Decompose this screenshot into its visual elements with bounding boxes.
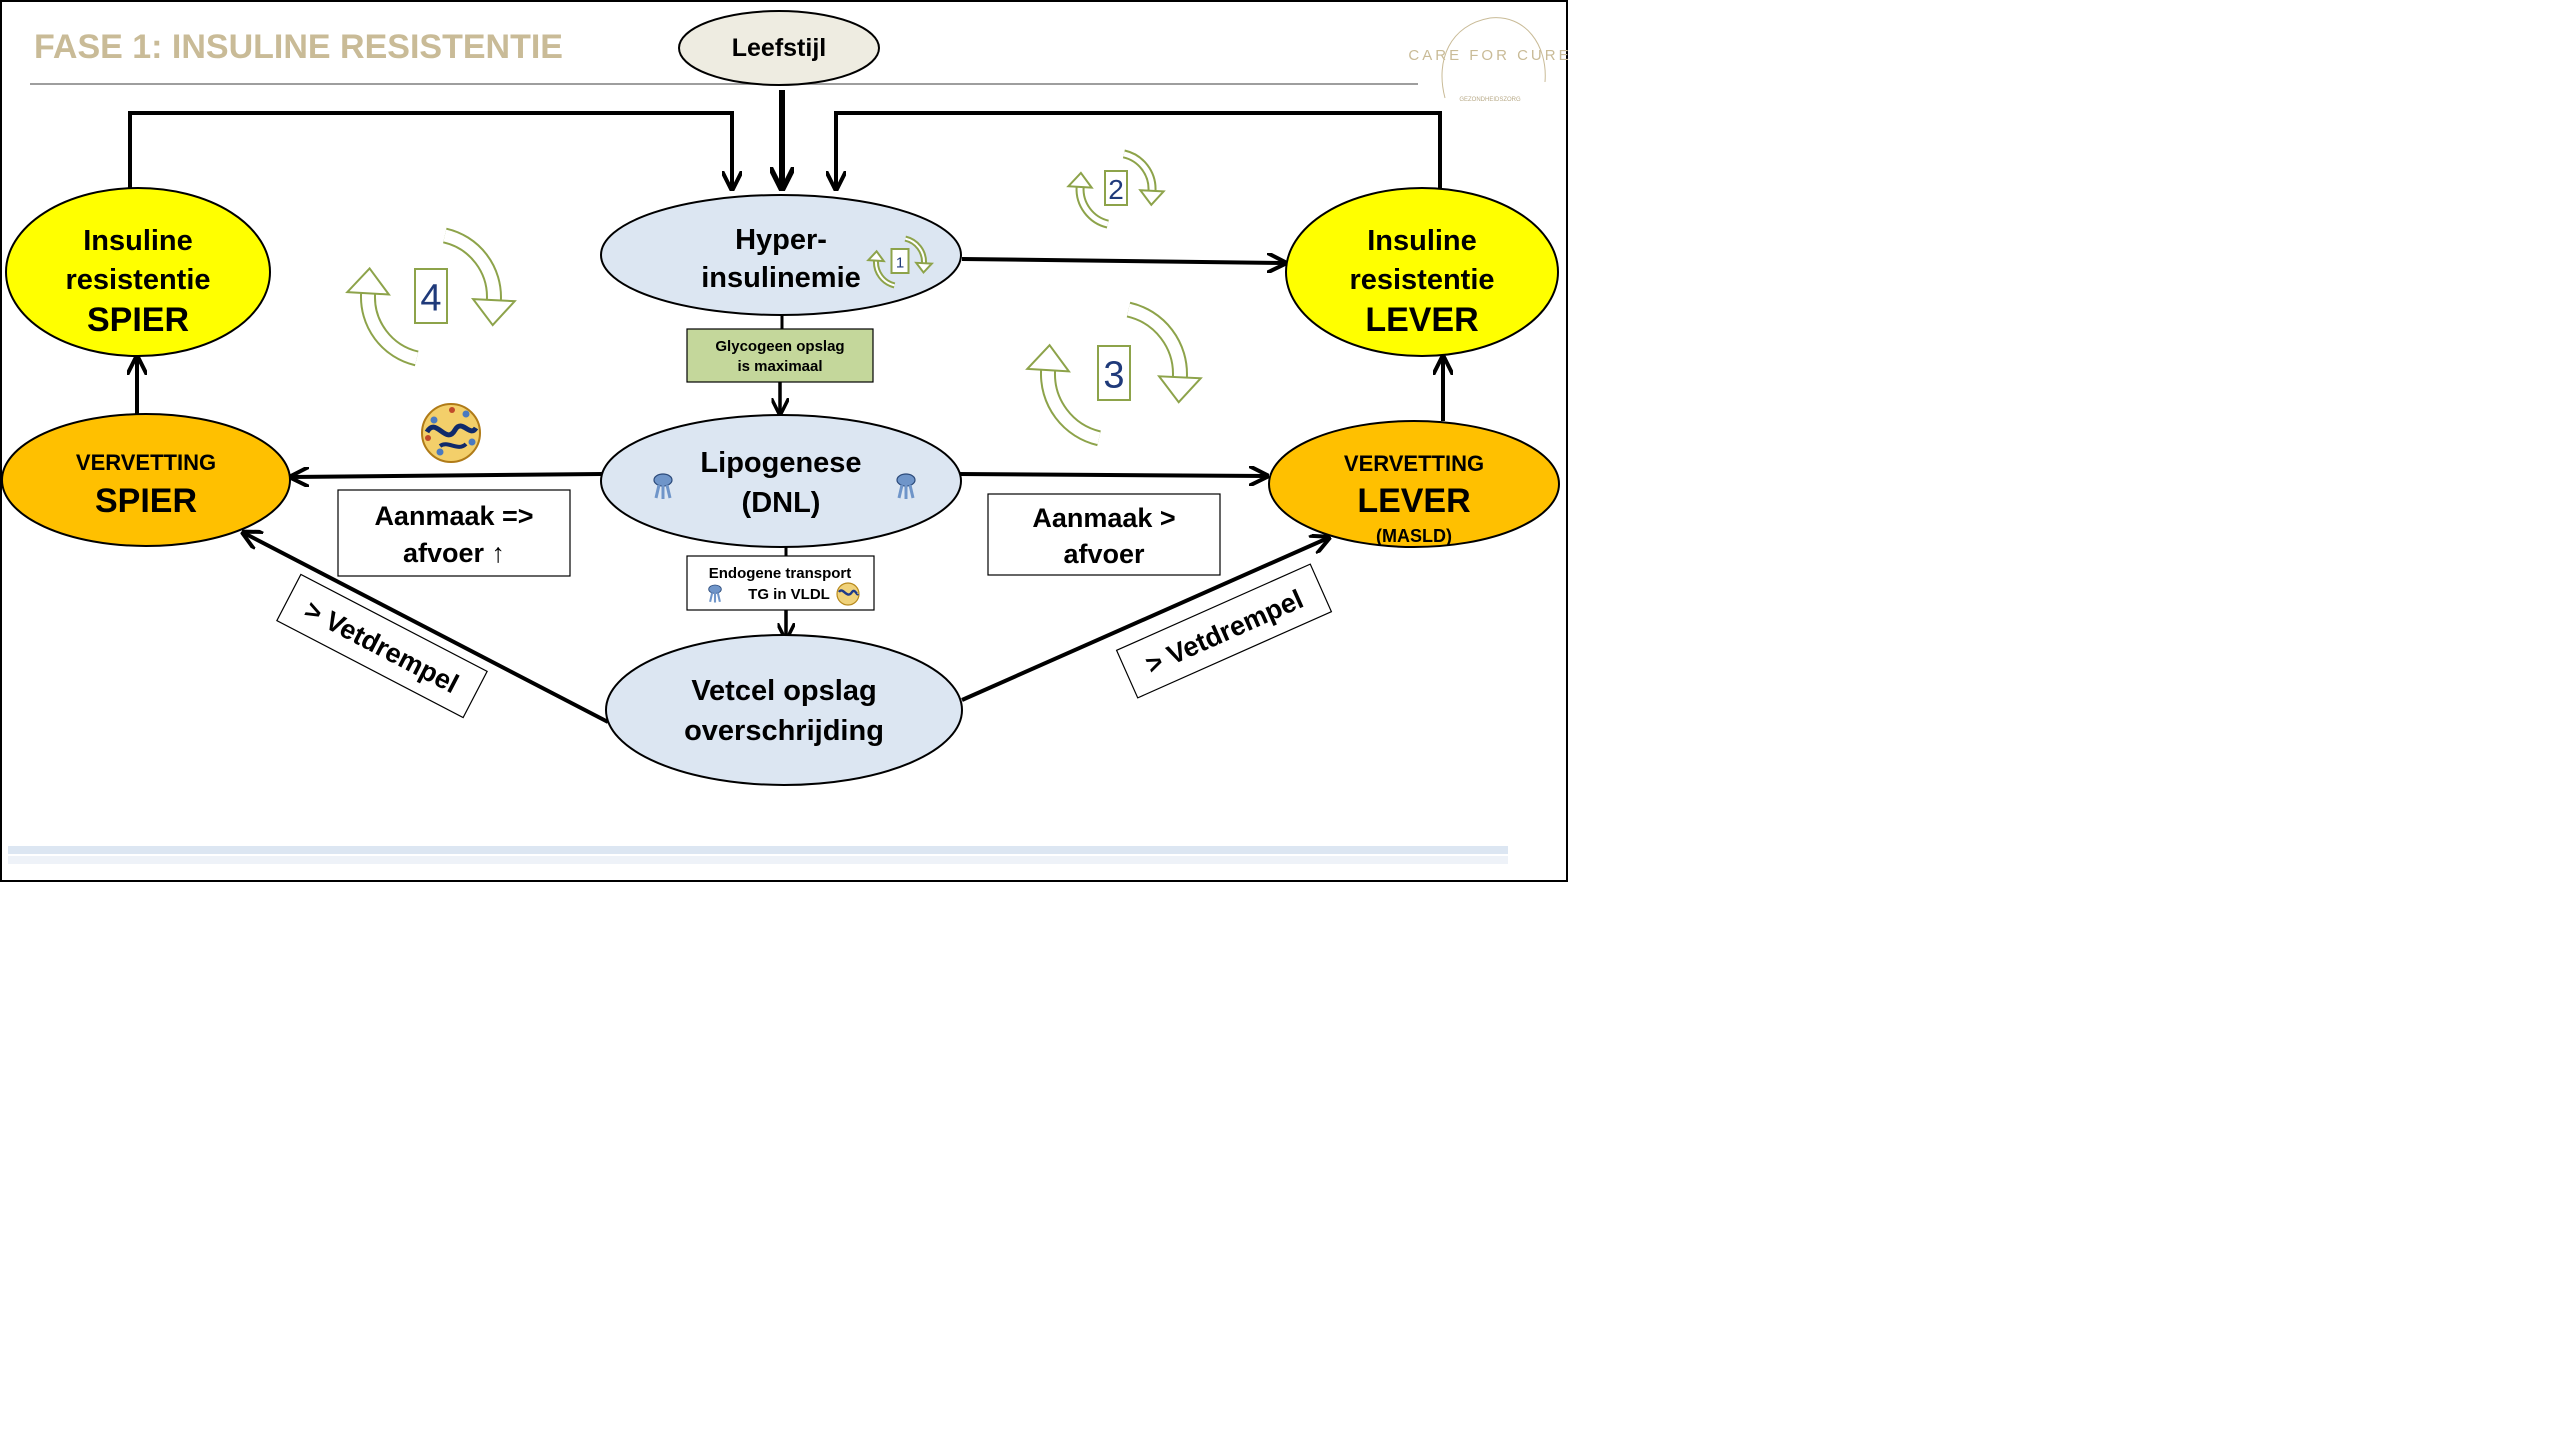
ir-spier-label-2: resistentie <box>65 264 210 296</box>
lipo-label-1: Lipogenese <box>700 447 861 479</box>
node-leefstijl: Leefstijl <box>678 10 880 86</box>
endo-label-2: TG in VLDL <box>748 586 830 603</box>
cycle-number-4: 4 <box>420 278 441 320</box>
arrow-vetcel-vv-lever <box>961 538 1328 702</box>
leefstijl-label: Leefstijl <box>732 34 826 62</box>
node-vervetting-lever: VERVETTING LEVER (MASLD) <box>1268 420 1560 548</box>
node-hyperinsulinemie: Hyper- insulinemie <box>600 194 962 316</box>
ir-lever-label-1: Insuline <box>1367 225 1477 257</box>
aanmaak-left-label-2: afvoer ↑ <box>403 538 505 568</box>
node-ir-spier: Insuline resistentie SPIER <box>5 187 271 357</box>
vldl-particle-icon <box>421 403 481 463</box>
node-vervetting-spier: VERVETTING SPIER <box>1 413 291 547</box>
node-glycogeen: Glycogeen opslag is maximaal <box>686 328 874 383</box>
ir-lever-label-3: LEVER <box>1365 301 1478 339</box>
ir-spier-label-3: SPIER <box>87 301 189 339</box>
cycle-number-2: 2 <box>1108 174 1124 205</box>
logo-text: CARE FOR CURE <box>1408 47 1568 64</box>
ir-lever-label-2: resistentie <box>1349 264 1494 296</box>
vetcel-label-2: overschrijding <box>684 715 884 747</box>
aanmaak-left-label-1: Aanmaak => <box>374 501 533 531</box>
cycle-icon-2: 2 <box>1066 149 1166 229</box>
node-lipogenese: Lipogenese (DNL) <box>600 414 962 548</box>
vv-lever-label-1: VERVETTING <box>1344 451 1484 476</box>
care-for-cure-logo: CARE FOR CURE GEZONDHEIDSZORG <box>1408 17 1569 103</box>
cycle-icon-1: 1 <box>866 235 934 289</box>
box-vetdrempel-left: > Vetdrempel <box>276 573 488 719</box>
hyper-label-2: insulinemie <box>701 262 861 294</box>
arrow-hyper-ir-lever <box>961 259 1284 263</box>
vv-spier-label-1: VERVETTING <box>76 450 216 475</box>
node-vetcel-opslag: Vetcel opslag overschrijding <box>605 634 963 786</box>
vldl-particle-icon-small <box>836 582 860 606</box>
box-aanmaak-left: Aanmaak => afvoer ↑ <box>337 489 571 577</box>
node-ir-lever: Insuline resistentie LEVER <box>1285 187 1559 357</box>
arrow-ir-spier-hyper <box>128 111 732 188</box>
glycogeen-label-2: is maximaal <box>737 358 822 375</box>
arrow-vetcel-vv-spier <box>244 533 609 724</box>
diagram-canvas: FASE 1: INSULINE RESISTENTIE CARE FOR CU… <box>0 0 1569 882</box>
footer-band-top <box>8 846 1508 854</box>
cycle-number-1: 1 <box>896 254 904 271</box>
logo-subtext: GEZONDHEIDSZORG <box>1459 97 1521 103</box>
cycle-number-3: 3 <box>1103 355 1124 397</box>
arrow-lipo-vv-lever <box>957 474 1266 476</box>
slide: FASE 1: INSULINE RESISTENTIE CARE FOR CU… <box>0 0 1569 882</box>
slide-border <box>0 0 1568 882</box>
box-aanmaak-right: Aanmaak > afvoer <box>987 493 1221 576</box>
vv-lever-label-3: (MASLD) <box>1376 526 1452 546</box>
footer-band-bottom <box>8 856 1508 864</box>
cycle-icon-3: 3 <box>1025 301 1203 447</box>
cycle-icon-4: 4 <box>345 227 517 367</box>
node-endogene-transport: Endogene transport TG in VLDL <box>686 555 875 611</box>
arrow-lipo-vv-spier <box>292 474 603 477</box>
glycogeen-label-1: Glycogeen opslag <box>715 338 844 355</box>
aanmaak-right-label-1: Aanmaak > <box>1032 503 1175 533</box>
vv-lever-label-2: LEVER <box>1357 482 1470 520</box>
page-title: FASE 1: INSULINE RESISTENTIE <box>34 28 563 66</box>
endo-label-1: Endogene transport <box>709 565 852 582</box>
aanmaak-right-label-2: afvoer <box>1063 539 1145 569</box>
ir-spier-label-1: Insuline <box>83 225 193 257</box>
lipo-label-2: (DNL) <box>742 487 821 519</box>
vv-spier-label-2: SPIER <box>95 482 197 520</box>
cycle-icons: 1 2 3 4 <box>345 149 1203 447</box>
arrow-ir-lever-hyper <box>836 111 1442 188</box>
vetcel-label-1: Vetcel opslag <box>691 675 876 707</box>
hyper-label-1: Hyper- <box>735 224 827 256</box>
